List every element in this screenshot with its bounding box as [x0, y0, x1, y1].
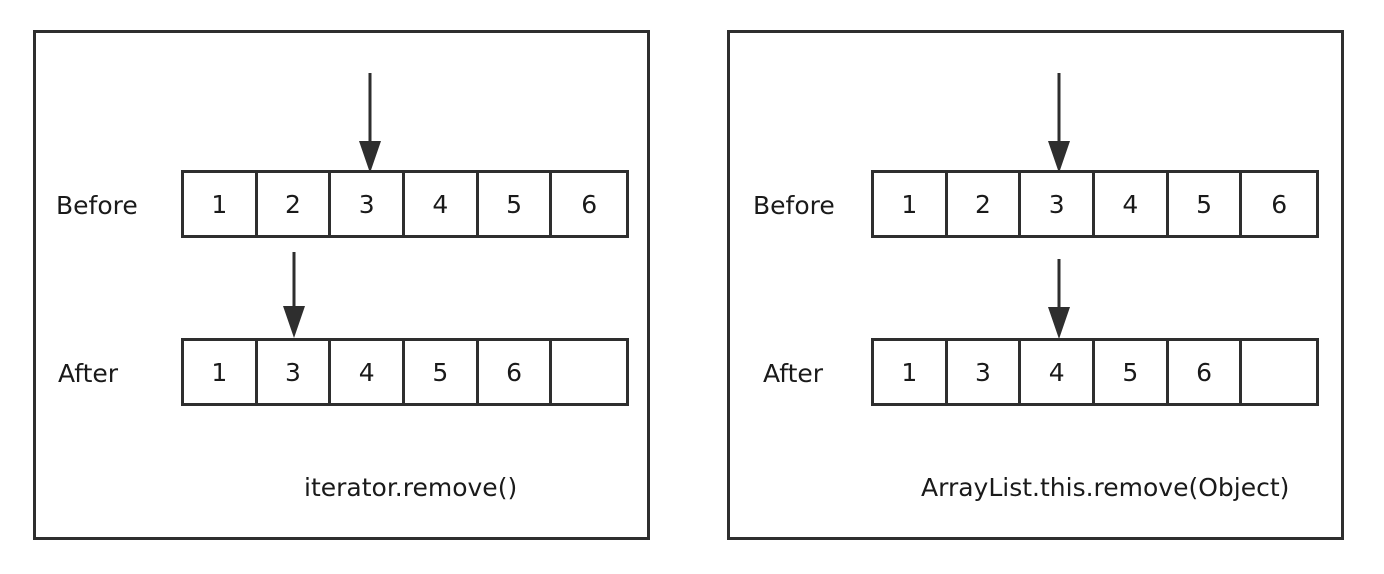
array-cell: 3	[948, 341, 1022, 403]
after-label: After	[58, 359, 119, 388]
array-cell: 6	[1271, 189, 1288, 219]
array-cell: 5	[1095, 341, 1169, 403]
before-array: 1 2 3 4 5 6	[181, 170, 629, 238]
caption-method: iterator.remove()	[304, 473, 518, 502]
panel-iterator-remove: Before 1 2 3 4 5 6 After 1 3 4 5 6 itera…	[33, 30, 650, 540]
array-cell-empty	[1242, 341, 1316, 403]
array-cell: 4	[405, 173, 479, 235]
array-cell: 3	[331, 173, 406, 235]
pointer-arrow-icon	[1048, 73, 1070, 173]
array-cell: 1	[874, 173, 948, 235]
before-label: Before	[753, 191, 835, 220]
array-cell: 1	[184, 173, 258, 235]
caption-method: ArrayList.this.remove(Object)	[921, 473, 1290, 502]
before-array: 1 2 3 4 5 6	[871, 170, 1319, 238]
array-cell: 5	[479, 173, 553, 235]
array-cell: 6	[581, 189, 598, 219]
pointer-arrow-icon	[283, 252, 305, 338]
array-cell: 4	[1095, 173, 1169, 235]
pointer-arrow-icon	[1048, 259, 1070, 339]
array-cell: 2	[258, 173, 332, 235]
array-cell-empty	[552, 341, 626, 403]
after-label: After	[763, 359, 824, 388]
array-cell: 6	[479, 341, 553, 403]
array-cell: 1	[874, 341, 948, 403]
after-array: 1 3 4 5 6	[181, 338, 629, 406]
pointer-arrow-icon	[359, 73, 381, 173]
array-cell: 6	[1169, 341, 1243, 403]
after-array: 1 3 4 5 6	[871, 338, 1319, 406]
array-cell: 5	[1169, 173, 1243, 235]
array-cell: 4	[331, 341, 406, 403]
array-cell: 2	[948, 173, 1022, 235]
panel-arraylist-remove: Before 1 2 3 4 5 6 After 1 3 4 5 6 Array…	[727, 30, 1344, 540]
array-cell: 3	[258, 341, 332, 403]
array-cell: 4	[1021, 341, 1096, 403]
array-cell: 5	[405, 341, 479, 403]
before-label: Before	[56, 191, 138, 220]
array-cell: 1	[184, 341, 258, 403]
array-cell: 3	[1021, 173, 1096, 235]
